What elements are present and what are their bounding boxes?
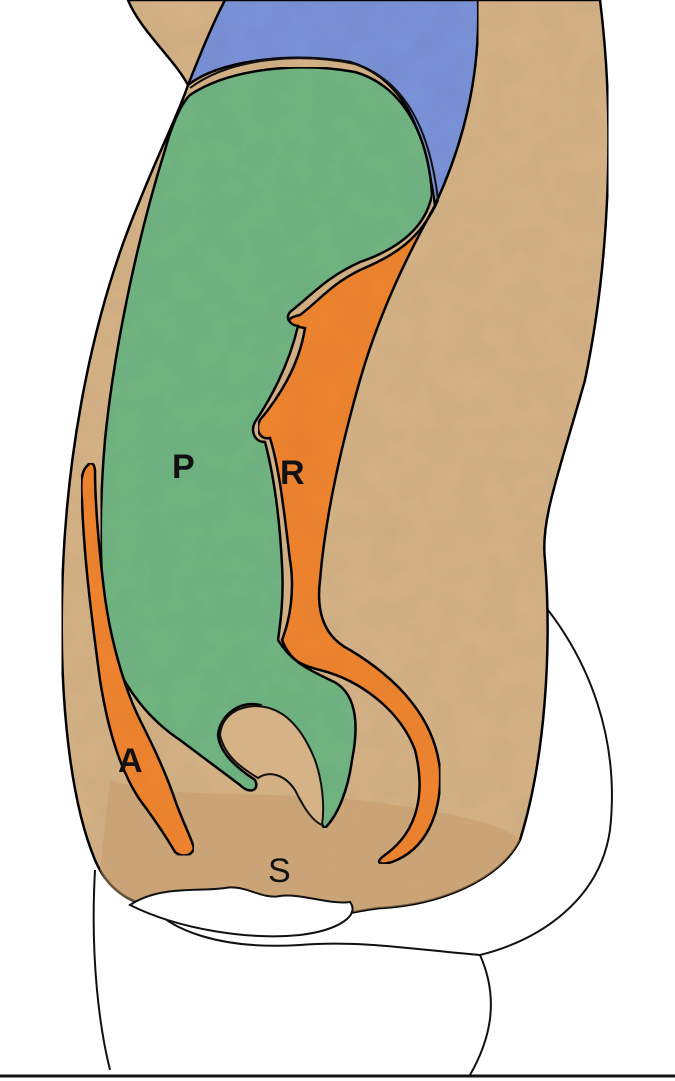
label-s: S (268, 852, 291, 890)
label-r: R (280, 454, 305, 492)
label-p: P (172, 448, 195, 486)
label-a: A (118, 742, 143, 780)
